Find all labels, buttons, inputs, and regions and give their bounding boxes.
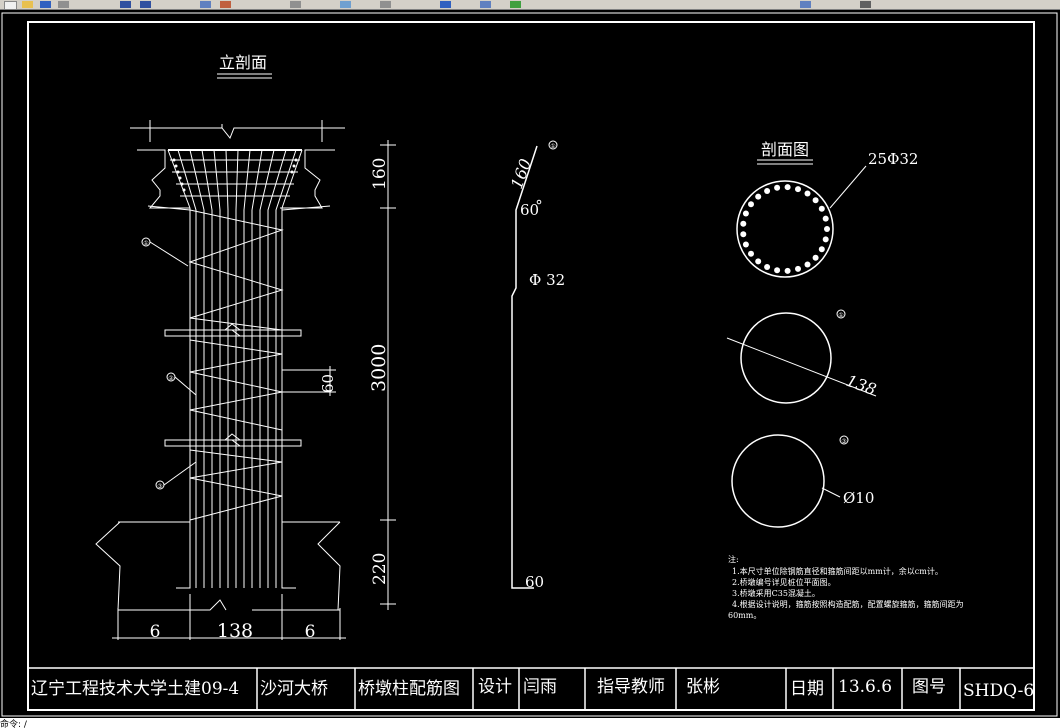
drawing-frame bbox=[1, 12, 1058, 717]
block-icon[interactable] bbox=[380, 1, 391, 8]
help-icon[interactable] bbox=[440, 1, 451, 8]
title-block bbox=[28, 667, 1034, 710]
properties-icon[interactable] bbox=[290, 1, 301, 8]
elevation-title: 立剖面 bbox=[219, 53, 267, 72]
rebar-dot bbox=[742, 210, 749, 217]
rebar-dot bbox=[822, 215, 829, 222]
bar-shape: ① 160 60 Φ 32 60 bbox=[507, 140, 565, 591]
rebar-dot bbox=[804, 261, 811, 268]
rebar-dot bbox=[818, 246, 825, 253]
title-date-label: 日期 bbox=[790, 679, 824, 699]
title-school: 辽宁工程技术大学土建09-4 bbox=[31, 679, 239, 699]
rebar-dot bbox=[740, 231, 747, 238]
title-number: SHDQ-6 bbox=[963, 681, 1034, 701]
section-view: 剖面图 25Φ32 138 ① Ø10 ③ bbox=[726, 140, 918, 528]
rebar-dot bbox=[764, 188, 771, 194]
rebar-dot bbox=[795, 186, 801, 193]
rebar-dot bbox=[764, 264, 771, 270]
rebar-dot bbox=[774, 267, 781, 274]
linetype-icon[interactable] bbox=[800, 1, 811, 8]
toolbar bbox=[0, 0, 1060, 10]
rebar-dot bbox=[818, 205, 825, 212]
pan-icon[interactable] bbox=[200, 1, 211, 8]
note-line-3: 3.桥墩采用C35混凝土。 bbox=[732, 588, 820, 598]
layer-state-icon[interactable] bbox=[480, 1, 491, 8]
bar-diameter: Φ 32 bbox=[529, 271, 565, 289]
title-number-label: 图号 bbox=[912, 677, 946, 697]
title-advisor-label: 指导教师 bbox=[597, 677, 665, 697]
title-drawing-name: 桥墩柱配筋图 bbox=[358, 679, 460, 699]
rebar-dot bbox=[812, 197, 819, 204]
rebar-dot bbox=[748, 201, 754, 208]
elevation-marker-1: ① bbox=[143, 240, 148, 247]
bar-marker: ① bbox=[550, 143, 555, 150]
layer-icon[interactable] bbox=[340, 1, 351, 8]
hook-length: 160 bbox=[507, 156, 535, 191]
section-diameter: 138 bbox=[844, 371, 879, 399]
rebar-dot bbox=[740, 220, 747, 227]
title-design-label: 设计 bbox=[478, 677, 512, 697]
rebar-dot bbox=[795, 265, 801, 272]
note-line-2: 2.桥墩编号详见桩位平面图。 bbox=[732, 577, 836, 587]
rebar-dot bbox=[822, 236, 829, 243]
title-project: 沙河大桥 bbox=[260, 679, 328, 699]
hook-angle: 60 bbox=[520, 201, 539, 219]
stirrup-label: Ø10 bbox=[843, 489, 874, 507]
dim-middle: 3000 bbox=[368, 344, 390, 392]
note-line-1: 1.本尺寸单位除钢筋直径和箍筋间距以mm计，余以cm计。 bbox=[732, 566, 943, 576]
rebar-dot bbox=[755, 193, 762, 200]
color-icon[interactable] bbox=[510, 1, 521, 8]
rebar-dot bbox=[804, 190, 811, 197]
width-right: 6 bbox=[305, 622, 316, 642]
elevation-view: 立剖面 bbox=[95, 53, 396, 642]
new-file-icon[interactable] bbox=[4, 1, 17, 9]
dim-top: 160 bbox=[370, 158, 390, 190]
save-icon[interactable] bbox=[40, 1, 51, 8]
rebar-dot bbox=[748, 250, 754, 257]
elevation-marker-3: ③ bbox=[157, 483, 162, 490]
bar-foot: 60 bbox=[525, 573, 544, 591]
undo-icon[interactable] bbox=[120, 1, 131, 8]
rebar-dot bbox=[755, 258, 762, 265]
elevation-marker-2: ② bbox=[168, 375, 174, 382]
rebar-dot bbox=[742, 241, 749, 248]
section-title: 剖面图 bbox=[761, 140, 809, 159]
print-icon[interactable] bbox=[58, 1, 69, 8]
rebar-dot bbox=[784, 184, 791, 191]
drawing-canvas[interactable]: 立剖面 bbox=[0, 10, 1060, 718]
notes: 注: 1.本尺寸单位除钢筋直径和箍筋间距以mm计，余以cm计。 2.桥墩编号详见… bbox=[728, 554, 964, 620]
command-text: 命令: / bbox=[0, 720, 27, 728]
note-line-5: 60mm。 bbox=[728, 611, 761, 620]
lineweight-icon[interactable] bbox=[860, 1, 871, 8]
section-marker-2: ③ bbox=[841, 438, 846, 445]
notes-heading: 注: bbox=[728, 554, 739, 564]
section-marker-1: ① bbox=[838, 312, 843, 319]
title-advisor: 张彬 bbox=[686, 677, 720, 697]
open-file-icon[interactable] bbox=[22, 1, 33, 8]
rebar-dot bbox=[824, 226, 830, 232]
note-line-4: 4.根据设计说明，箍筋按照构造配筋，配置螺旋箍筋，箍筋间距为 bbox=[732, 599, 964, 609]
width-left: 6 bbox=[150, 622, 161, 642]
title-date: 13.6.6 bbox=[838, 677, 892, 697]
rebar-dot bbox=[784, 267, 791, 274]
title-designer: 闫雨 bbox=[523, 677, 557, 697]
command-line[interactable]: 命令: / bbox=[0, 718, 1060, 728]
dim-bottom: 220 bbox=[370, 553, 390, 585]
spacing-dimension: 60 bbox=[319, 374, 337, 393]
redo-icon[interactable] bbox=[140, 1, 151, 8]
main-bars-label: 25Φ32 bbox=[868, 150, 918, 168]
rebar-dot bbox=[774, 184, 781, 191]
width-center: 138 bbox=[217, 620, 253, 642]
zoom-icon[interactable] bbox=[220, 1, 231, 8]
rebar-dot bbox=[812, 254, 819, 261]
